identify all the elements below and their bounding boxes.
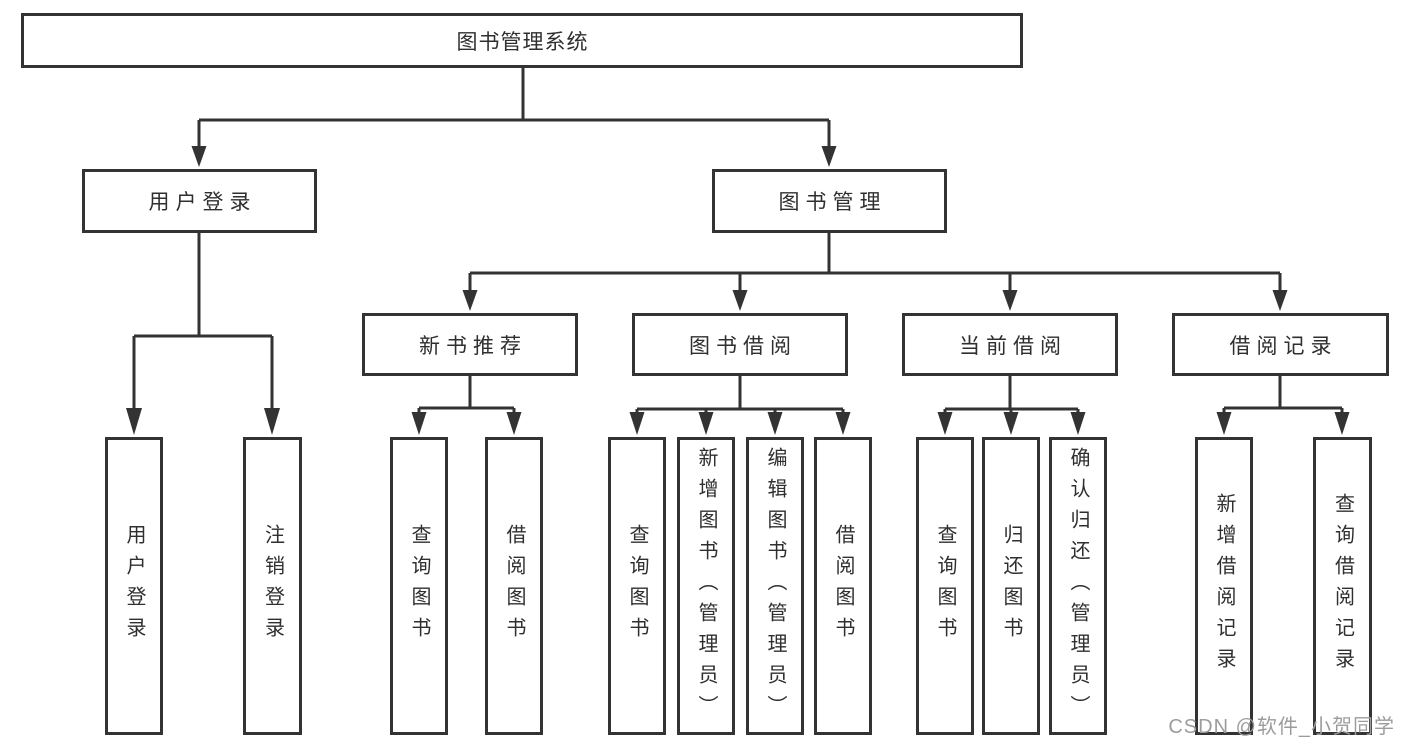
leaf-query-books-2-label: 查询图书 — [626, 524, 648, 648]
leaf-return-books: 归还图书 — [982, 437, 1040, 735]
arrow-down-icon — [1272, 290, 1288, 311]
node-book-management: 图书管理 — [712, 169, 947, 233]
arrow-down-icon — [767, 412, 783, 435]
arrow-down-icon — [835, 412, 851, 435]
connector-user-login-to-leaves — [126, 233, 280, 435]
leaf-add-books-admin: 新增图书（管理员） — [677, 437, 735, 735]
leaf-logout-label: 注销登录 — [261, 524, 284, 648]
node-new-book-recommend: 新书推荐 — [362, 313, 578, 376]
connector-root-to-level2 — [191, 68, 837, 167]
leaf-query-books-2: 查询图书 — [608, 437, 666, 735]
leaf-query-borrow-record-label: 查询借阅记录 — [1331, 493, 1354, 679]
arrow-down-icon — [462, 290, 478, 311]
connector-line — [417, 376, 516, 416]
node-book-borrow-label: 图书借阅 — [689, 334, 797, 358]
node-user-login: 用户登录 — [82, 169, 317, 233]
arrow-down-icon — [506, 412, 522, 435]
connector-line — [197, 68, 831, 150]
leaf-borrow-books-1: 借阅图书 — [485, 437, 543, 735]
connector-line — [468, 233, 1282, 294]
node-book-borrow: 图书借阅 — [632, 313, 848, 376]
leaf-add-books-admin-label: 新增图书（管理员） — [695, 446, 717, 726]
arrow-down-icon — [1003, 412, 1019, 435]
leaf-query-borrow-record: 查询借阅记录 — [1313, 437, 1372, 735]
arrow-down-icon — [126, 408, 142, 435]
arrow-down-icon — [191, 146, 207, 167]
watermark: CSDN @软件_小贺同学 — [1168, 716, 1395, 738]
arrow-down-icon — [1002, 290, 1018, 311]
leaf-logout: 注销登录 — [243, 437, 302, 735]
connector-line — [943, 376, 1080, 416]
leaf-edit-books-admin-label: 编辑图书（管理员） — [764, 446, 786, 726]
node-new-book-recommend-label: 新书推荐 — [419, 334, 527, 358]
connector-line — [1222, 376, 1344, 416]
leaf-confirm-return-admin: 确认归还（管理员） — [1049, 437, 1107, 735]
node-root-label: 图书管理系统 — [456, 30, 589, 54]
arrow-down-icon — [1216, 412, 1232, 435]
node-current-borrow: 当前借阅 — [902, 313, 1118, 376]
connector-line — [635, 376, 845, 416]
node-borrow-records-label: 借阅记录 — [1229, 334, 1338, 358]
leaf-user-login: 用户登录 — [105, 437, 163, 735]
arrow-down-icon — [732, 290, 748, 311]
leaf-add-borrow-record: 新增借阅记录 — [1195, 437, 1253, 735]
leaf-add-borrow-record-label: 新增借阅记录 — [1213, 493, 1235, 679]
arrow-down-icon — [937, 412, 953, 435]
connector-borrow-records-to-leaves — [1216, 376, 1350, 435]
arrow-down-icon — [698, 412, 714, 435]
node-root: 图书管理系统 — [21, 13, 1023, 68]
arrow-down-icon — [1334, 412, 1350, 435]
leaf-query-books-3: 查询图书 — [916, 437, 974, 735]
connector-book-borrow-to-leaves — [629, 376, 851, 435]
connector-book-management-to-level3 — [462, 233, 1288, 311]
connector-line — [132, 233, 274, 412]
arrow-down-icon — [629, 412, 645, 435]
node-user-login-label: 用户登录 — [148, 191, 257, 214]
leaf-borrow-books-1-label: 借阅图书 — [503, 524, 525, 648]
arrow-down-icon — [411, 412, 427, 435]
connector-new-book-to-leaves — [411, 376, 522, 435]
leaf-borrow-books-2: 借阅图书 — [814, 437, 872, 735]
node-book-management-label: 图书管理 — [778, 191, 887, 214]
node-borrow-records: 借阅记录 — [1172, 313, 1389, 376]
leaf-query-books-1-label: 查询图书 — [408, 524, 430, 648]
leaf-borrow-books-2-label: 借阅图书 — [832, 524, 854, 648]
leaf-confirm-return-admin-label: 确认归还（管理员） — [1067, 446, 1089, 726]
leaf-user-login-label: 用户登录 — [123, 524, 145, 648]
leaf-query-books-3-label: 查询图书 — [934, 524, 956, 648]
leaf-return-books-label: 归还图书 — [1000, 524, 1022, 648]
connector-current-borrow-to-leaves — [937, 376, 1086, 435]
node-current-borrow-label: 当前借阅 — [959, 334, 1067, 358]
arrow-down-icon — [264, 408, 280, 435]
leaf-edit-books-admin: 编辑图书（管理员） — [746, 437, 804, 735]
arrow-down-icon — [821, 146, 837, 167]
arrow-down-icon — [1070, 412, 1086, 435]
leaf-query-books-1: 查询图书 — [390, 437, 448, 735]
